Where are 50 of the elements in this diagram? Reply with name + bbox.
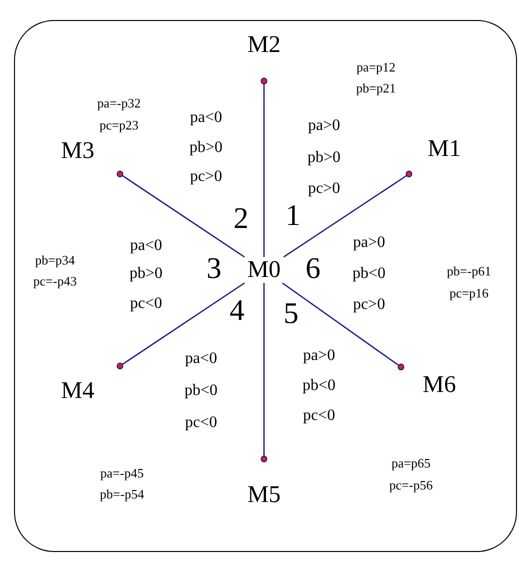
condition-text: pb>0 — [189, 140, 223, 156]
condition-text: pa>0 — [302, 348, 336, 364]
condition-text: pb<0 — [184, 383, 218, 399]
region-number: 4 — [230, 296, 244, 326]
relation-text: pc=p23 — [99, 118, 139, 132]
relation-text: pa=p65 — [391, 456, 431, 470]
region-number: 2 — [234, 204, 248, 234]
connector-line — [116, 170, 245, 258]
point-label: M6 — [399, 366, 456, 397]
relation-text: pc=-p56 — [389, 478, 433, 492]
condition-text: pc<0 — [184, 415, 218, 431]
relation-text: pb=p21 — [356, 82, 396, 94]
connector-line — [116, 282, 245, 370]
region-number: 5 — [284, 299, 298, 329]
point-label: M0 — [242, 257, 286, 283]
point-label: M5 — [246, 458, 282, 507]
relation-text: pb=-p54 — [100, 488, 144, 500]
condition-text: pb>0 — [307, 150, 341, 166]
relation-text: pb=p34 — [35, 254, 75, 266]
connector-line — [260, 78, 268, 257]
condition-text: pb>0 — [129, 266, 163, 282]
connector-line — [283, 170, 412, 258]
relation-text: pa=-p32 — [97, 96, 141, 110]
region-number: 1 — [286, 201, 300, 231]
connector-line — [260, 283, 268, 462]
condition-text: pa>0 — [352, 235, 386, 251]
condition-text: pc<0 — [130, 296, 162, 312]
point-label: M2 — [246, 33, 282, 82]
condition-text: pc>0 — [190, 169, 222, 185]
connector-line — [282, 282, 404, 370]
point-label: M4 — [61, 365, 122, 403]
relation-text: pb=-p61 — [446, 264, 492, 278]
relation-text: pc=-p43 — [33, 274, 77, 288]
condition-text: pb<0 — [352, 266, 386, 282]
region-number: 3 — [206, 254, 222, 284]
condition-text: pc>0 — [308, 181, 340, 197]
relation-text: pa=-p45 — [100, 466, 144, 480]
condition-text: pc<0 — [302, 408, 336, 424]
region-number: 6 — [306, 254, 320, 284]
relation-text: pc=p16 — [449, 286, 489, 300]
condition-text: pa<0 — [190, 110, 222, 126]
condition-text: pa>0 — [308, 118, 340, 134]
condition-text: pa<0 — [130, 238, 162, 254]
relation-text: pa=p12 — [356, 60, 396, 74]
point-label: M3 — [61, 139, 122, 175]
condition-text: pc>0 — [352, 297, 386, 313]
frame-box — [14, 20, 517, 552]
condition-text: pa<0 — [184, 351, 218, 367]
point-label: M1 — [407, 137, 461, 175]
condition-text: pb<0 — [302, 378, 336, 394]
